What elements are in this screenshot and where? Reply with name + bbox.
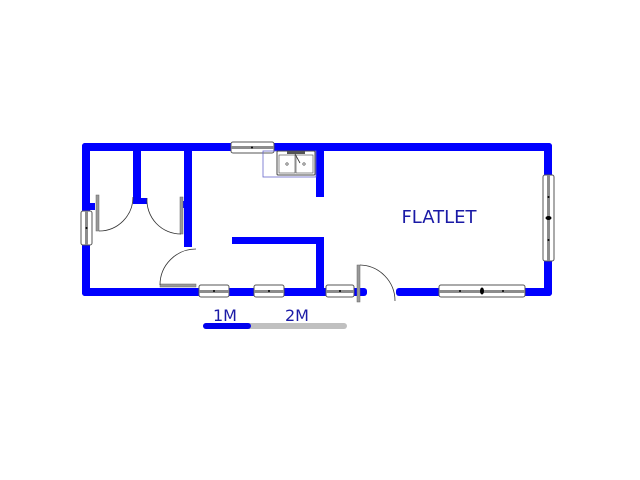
window-bottom-4: [438, 284, 526, 298]
scale-bar: 1M 2M: [203, 306, 347, 329]
door-entrance: [356, 264, 396, 303]
window-right: [542, 174, 555, 262]
windows: [80, 141, 555, 298]
window-bottom-1: [198, 284, 230, 298]
room-label-flatlet: FLATLET: [401, 207, 477, 228]
scale-label-1m: 1M: [213, 306, 237, 325]
window-top: [230, 141, 275, 154]
doors: [95, 194, 396, 303]
door-wc-2: [146, 196, 184, 235]
window-left: [80, 210, 93, 246]
sink-icon: [276, 150, 316, 176]
window-bottom-2: [253, 284, 285, 298]
door-passage: [159, 248, 197, 288]
door-wc-1: [95, 194, 134, 232]
scale-label-2m: 2M: [285, 306, 309, 325]
window-bottom-3: [325, 284, 355, 298]
